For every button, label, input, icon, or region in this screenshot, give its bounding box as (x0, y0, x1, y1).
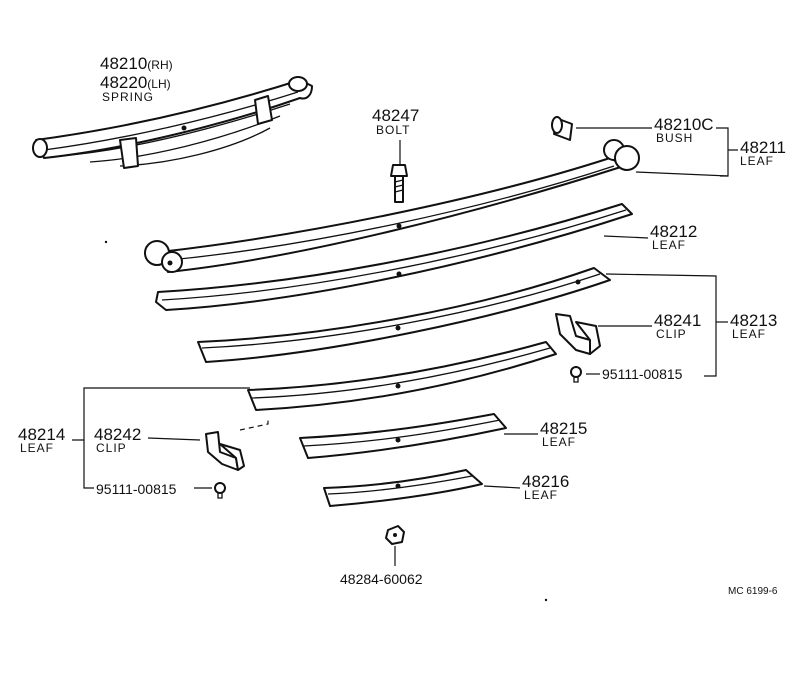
leaf-48216-illustration (323, 469, 483, 507)
leaf-48212-illustration (155, 203, 633, 311)
leaf-48211-illustration (144, 139, 640, 273)
label-leaf-48214-number: 48214 (18, 425, 65, 444)
label-leaf-48212-name: LEAF (652, 238, 686, 252)
label-leaf-48213-number: 48213 (730, 311, 777, 330)
bolt-illustration (390, 164, 408, 203)
rivet-right-illustration (570, 366, 582, 383)
label-leaf-48215-name: LEAF (542, 435, 576, 449)
nut-illustration (385, 525, 405, 545)
label-leaf-48211-name: LEAF (740, 154, 774, 168)
label-clip-48241-number: 48241 (654, 311, 701, 330)
label-rivet-left-number: 95111-00815 (96, 481, 177, 497)
label-bolt-number: 48247 (372, 106, 419, 125)
leaf-48213-illustration (197, 267, 611, 363)
label-bolt-name: BOLT (376, 123, 410, 137)
leaf-48215-illustration (299, 413, 507, 459)
figure-code: MC 6199-6 (728, 586, 778, 597)
label-leaf-48216-name: LEAF (524, 488, 558, 502)
spring-assembly-illustration (32, 76, 313, 169)
label-clip-48241-name: CLIP (656, 327, 687, 341)
label-spring-name: SPRING (102, 90, 154, 104)
label-leaf-48214-name: LEAF (20, 441, 54, 455)
label-nut-number: 48284-60062 (340, 571, 423, 587)
rivet-left-illustration (214, 482, 226, 499)
clip-48242-illustration (205, 431, 245, 471)
label-spring-rh-number: 48210(RH) (100, 54, 173, 73)
label-clip-48242-name: CLIP (96, 441, 127, 455)
label-rivet-right-number: 95111-00815 (602, 366, 683, 382)
label-bush-name: BUSH (656, 131, 693, 145)
label-leaf-48211-number: 48211 (740, 138, 786, 157)
label-leaf-48212-number: 48212 (650, 222, 697, 241)
label-leaf-48216-number: 48216 (522, 472, 569, 491)
clip-48241-illustration (555, 313, 601, 355)
label-clip-48242-number: 48242 (94, 425, 141, 444)
label-bush-number: 48210C (654, 115, 714, 134)
label-leaf-48215-number: 48215 (540, 419, 587, 438)
label-spring-lh-number: 48220(LH) (100, 73, 171, 92)
label-leaf-48213-name: LEAF (732, 327, 766, 341)
leaf-48214-illustration (247, 341, 557, 411)
bush-illustration (551, 116, 573, 141)
